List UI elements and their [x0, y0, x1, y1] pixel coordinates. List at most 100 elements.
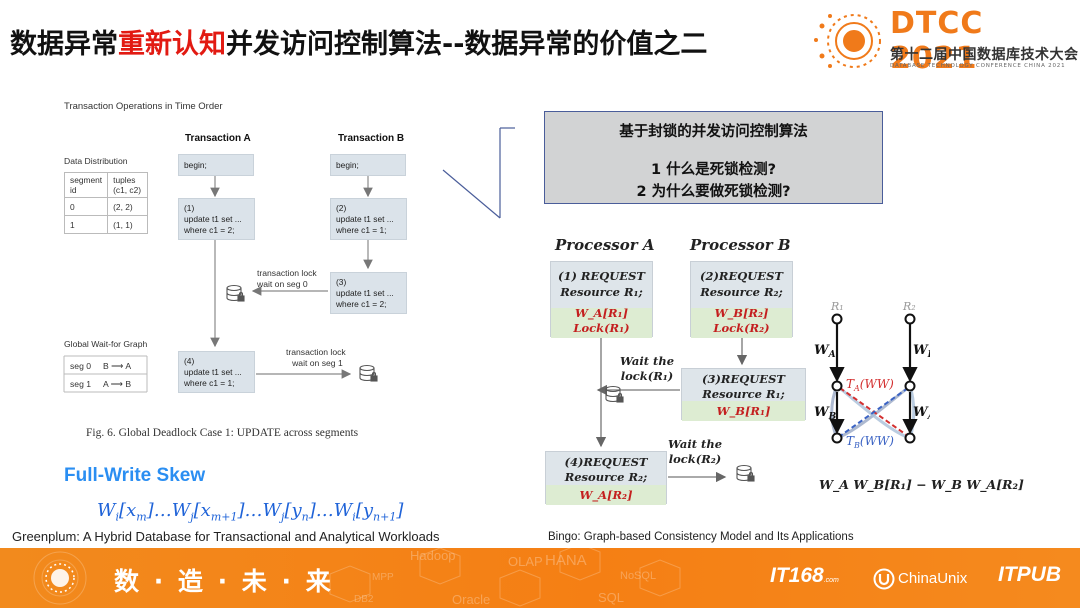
edge-label-wa-right: WA [913, 405, 930, 422]
formula-part: ] [396, 500, 404, 521]
wait-for-graph-seg: seg 0 [70, 361, 92, 371]
formula-sub: i [115, 510, 120, 524]
transaction-a-begin-box: begin; [178, 154, 254, 176]
box-text: Lock(R₁) [573, 321, 630, 335]
box-text: (4)REQUEST [564, 455, 648, 469]
box-text: W_A[R₁] [574, 306, 629, 320]
footer-watermark: HANA [545, 552, 587, 569]
box-text: Resource R₁; [702, 387, 785, 401]
label-part: (WW) [860, 377, 894, 391]
box-text: Resource R₁; [560, 285, 643, 299]
footer-watermark: OLAP [508, 554, 543, 569]
callout-connector [442, 127, 515, 219]
box-text: begin; [336, 160, 359, 170]
wait-for-graph-seg: seg 1 [70, 379, 92, 389]
transaction-a-step-4-box: (4) update t1 set ... where c1 = 1; [178, 351, 255, 393]
full-write-skew-formula: Wi[xm]…Wj[xm+1]…Wj[yn]…Wi[yn+1] [97, 500, 403, 524]
figure-caption: Fig. 6. Global Deadlock Case 1: UPDATE a… [86, 427, 359, 439]
box-text: update t1 set ... [336, 214, 394, 224]
box-text: (1) REQUEST [558, 269, 645, 283]
footer-slogan: 数 · 造 · 未 · 来 [114, 567, 334, 596]
table-cell: 1 [63, 215, 109, 234]
formula-part: W [262, 500, 282, 521]
dependency-graph: R₁ R₂ WA WB WB WA TA(WW) TB(WW) [814, 300, 930, 450]
logo-text: IT168 [770, 564, 824, 587]
formula-sub: n+1 [373, 510, 397, 524]
wait-lock-r2-label: Wait the lock(R₂) [668, 437, 722, 467]
label-part: W [814, 405, 830, 420]
title-prefix: 数据异常 [10, 29, 118, 60]
lock-label-line: transaction lock [286, 347, 346, 357]
label-part: T [846, 434, 855, 448]
question-box-title: 基于封锁的并发访问控制算法 [619, 124, 808, 140]
box-text: where c1 = 1; [336, 225, 387, 235]
label-sub: B [927, 350, 930, 360]
box-text: (1) [184, 203, 195, 213]
footer-watermark: NoSQL [620, 570, 657, 582]
figure-heading: Transaction Operations in Time Order [64, 101, 223, 112]
box-text: where c1 = 1; [184, 378, 235, 388]
formula-sub: n [301, 510, 309, 524]
logo-english-name: DATABASE TECHNOLOGY CONFERENCE CHINA 202… [890, 63, 1066, 69]
edge-label-wb-right: WB [913, 343, 930, 360]
footer-watermark: Hadoop [410, 548, 456, 563]
deadlock-formula: W_A W_B[R₁] − W_B W_A[R₂] [819, 477, 1024, 492]
footer-watermark: MPP [372, 572, 394, 583]
lock-label-line: wait on seg 1 [292, 358, 343, 368]
formula-part: ]… [308, 500, 334, 521]
formula-sub: m+1 [210, 510, 238, 524]
database-lock-icon [359, 364, 378, 382]
transaction-a-step-1-box: (1) update t1 set ... where c1 = 2; [178, 198, 255, 240]
table-cell: (2, 2) [107, 197, 148, 216]
formula-sub: j [281, 510, 285, 524]
formula-part: ]… [237, 500, 263, 521]
table-header: segment id [63, 172, 109, 198]
transaction-b-step-3-box: (3) update t1 set ... where c1 = 2; [330, 272, 407, 314]
column-header-transaction-b: Transaction B [338, 133, 405, 144]
table-row: 1 (1, 1) [63, 215, 148, 234]
box-text: W_A[R₂] [579, 488, 633, 502]
logo-chinese-name: 第十二届中国数据库技术大会 [890, 47, 1079, 63]
wait-label-line: lock(R₁) [620, 369, 674, 383]
lock-label-line: transaction lock [257, 268, 317, 278]
logo-text: .com [823, 577, 839, 584]
wait-label-line: Wait the [668, 437, 723, 451]
box-text: update t1 set ... [184, 367, 242, 377]
source-citation-left: Greenplum: A Hybrid Database for Transac… [12, 529, 440, 544]
processor-a-request-r2-box: (4)REQUEST Resource R₂; W_A[R₂] [545, 451, 667, 505]
wait-label-line: lock(R₂) [668, 452, 722, 466]
label-sub: B [853, 441, 860, 450]
formula-part: [y [284, 500, 302, 521]
formula-sub: i [352, 510, 356, 524]
edge-label-wa-left: WA [814, 343, 836, 360]
full-write-skew-heading: Full-Write Skew [64, 465, 206, 486]
question-box: 基于封锁的并发访问控制算法 1 什么是死锁检测? 2 为什么要做死锁检测? [544, 111, 883, 204]
logo-wordmark: DTCC 2021 [890, 6, 984, 76]
label-part: W [814, 343, 830, 358]
database-lock-icon [736, 464, 755, 482]
footer-decoration [33, 548, 681, 607]
box-text: (4) [184, 356, 195, 366]
graph-node-r1: R₁ [830, 300, 844, 313]
formula-part: ]… [146, 500, 172, 521]
formula-part: [y [355, 500, 374, 521]
box-text: begin; [184, 160, 207, 170]
dtcc-logo-icon [814, 14, 881, 68]
wait-for-graph-edge: B ⟶ A [103, 361, 132, 371]
footer-watermark: DB2 [354, 594, 374, 605]
lock-label-line: wait on seg 0 [257, 279, 308, 289]
title-highlight: 重新认知 [118, 29, 226, 60]
left-figure-arrows [63, 176, 378, 393]
label-sub: B [828, 412, 837, 422]
column-header-transaction-a: Transaction A [185, 133, 251, 144]
box-text: where c1 = 2; [336, 299, 387, 309]
processor-b-label: Processor B [690, 236, 791, 254]
box-text: Resource R₂; [564, 470, 648, 484]
source-citation-right: Bingo: Graph-based Consistency Model and… [548, 531, 854, 543]
greenplum-figure: Transaction Operations in Time Order Tra… [0, 0, 520, 560]
processor-b-request-r2-box: (2)REQUEST Resource R₂; W_B[R₂] Lock(R₂) [690, 261, 793, 338]
box-text: (2) [336, 203, 347, 213]
label-part: W [913, 405, 929, 420]
wait-for-graph-label: Global Wait-for Graph [64, 339, 148, 349]
table-row: 0 (2, 2) [63, 197, 148, 216]
